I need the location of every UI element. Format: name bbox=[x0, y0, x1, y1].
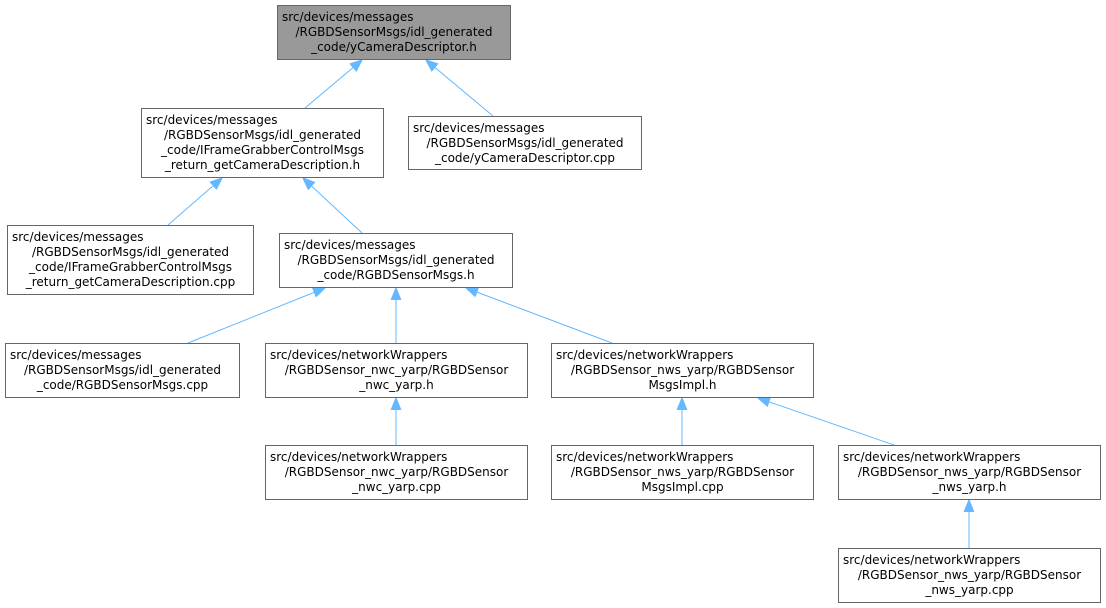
edge-n4-to-n1 bbox=[303, 178, 363, 234]
edge-n10-to-n7 bbox=[758, 398, 895, 446]
node-label-line: /RGBDSensorMsgs/idl_generated bbox=[297, 253, 495, 267]
node-label-line: /RGBDSensorMsgs/idl_generated bbox=[163, 128, 362, 142]
file-node[interactable]: src/devices/networkWrappers/RGBDSensor_n… bbox=[838, 445, 1101, 500]
root-file-node[interactable]: src/devices/messages/RGBDSensorMsgs/idl_… bbox=[277, 5, 511, 60]
node-label-line: /RGBDSensorMsgs/idl_generated bbox=[23, 363, 222, 377]
node-label-line: src/devices/networkWrappers bbox=[270, 348, 448, 362]
node-label-line: _code/yCameraDescriptor.h bbox=[311, 40, 477, 54]
node-label-line: /RGBDSensor_nws_yarp/RGBDSensor bbox=[570, 465, 795, 479]
node-label-line: _return_getCameraDescription.h bbox=[164, 158, 361, 172]
edge-n5-to-n4 bbox=[187, 288, 325, 344]
node-label-line: MsgsImpl.cpp bbox=[641, 480, 724, 494]
node-label-line: src/devices/messages bbox=[12, 230, 144, 244]
node-label-line: _code/yCameraDescriptor.cpp bbox=[434, 150, 616, 165]
node-label-line: src/devices/messages bbox=[146, 113, 278, 127]
edge-n2-to-n0 bbox=[426, 60, 494, 117]
file-node[interactable]: src/devices/messages/RGBDSensorMsgs/idl_… bbox=[7, 225, 254, 295]
file-node[interactable]: src/devices/messages/RGBDSensorMsgs/idl_… bbox=[141, 108, 384, 178]
node-label-line: src/devices/networkWrappers bbox=[843, 553, 1021, 567]
node-label-line: src/devices/messages bbox=[284, 238, 416, 252]
node-label-line: _code/IFrameGrabberControlMsgs bbox=[161, 143, 364, 157]
file-node[interactable]: src/devices/messages/RGBDSensorMsgs/idl_… bbox=[5, 343, 240, 398]
node-label-line: src/devices/messages bbox=[10, 348, 142, 362]
node-label-line: _code/RGBDSensorMsgs.cpp bbox=[36, 378, 209, 392]
node-label-line: /RGBDSensorMsgs/idl_generated bbox=[31, 245, 230, 259]
node-label-line: _nwc_yarp.h bbox=[359, 378, 434, 392]
file-node[interactable]: src/devices/networkWrappers/RGBDSensor_n… bbox=[265, 343, 528, 398]
file-node[interactable]: src/devices/networkWrappers/RGBDSensor_n… bbox=[551, 445, 814, 500]
node-label-line: _code/IFrameGrabberControlMsgs bbox=[29, 260, 232, 274]
file-node[interactable]: src/devices/networkWrappers/RGBDSensor_n… bbox=[551, 343, 814, 398]
file-node[interactable]: src/devices/networkWrappers/RGBDSensor_n… bbox=[838, 548, 1101, 603]
node-label-line: /RGBDSensor_nws_yarp/RGBDSensor bbox=[570, 363, 795, 377]
node-label-line: src/devices/networkWrappers bbox=[556, 348, 734, 362]
node-label-line: /RGBDSensorMsgs/idl_generated bbox=[295, 25, 493, 39]
node-label-line: /RGBDSensor_nwc_yarp/RGBDSensor bbox=[284, 363, 509, 377]
node-label-line: src/devices/messages bbox=[413, 120, 545, 135]
node-label-line: _nws_yarp.h bbox=[932, 480, 1007, 494]
node-label-line: /RGBDSensor_nwc_yarp/RGBDSensor bbox=[284, 465, 509, 479]
node-label-line: src/devices/networkWrappers bbox=[843, 450, 1021, 464]
edge-n7-to-n4 bbox=[466, 288, 613, 344]
node-label-line: src/devices/networkWrappers bbox=[556, 450, 734, 464]
node-label-line: /RGBDSensor_nws_yarp/RGBDSensor bbox=[857, 465, 1082, 479]
file-node[interactable]: src/devices/networkWrappers/RGBDSensor_n… bbox=[265, 445, 528, 500]
edge-n3-to-n1 bbox=[167, 178, 222, 226]
node-label-line: _nwc_yarp.cpp bbox=[352, 480, 441, 494]
node-label-line: src/devices/networkWrappers bbox=[270, 450, 448, 464]
node-label-line: _nws_yarp.cpp bbox=[925, 583, 1014, 597]
edge-n1-to-n0 bbox=[304, 60, 362, 109]
file-node[interactable]: src/devices/messages/RGBDSensorMsgs/idl_… bbox=[408, 116, 642, 170]
node-label-line: _code/RGBDSensorMsgs.h bbox=[317, 268, 475, 282]
file-node[interactable]: src/devices/messages/RGBDSensorMsgs/idl_… bbox=[279, 233, 513, 288]
node-label-line: MsgsImpl.h bbox=[648, 378, 717, 392]
node-label-line: /RGBDSensorMsgs/idl_generated bbox=[426, 135, 624, 150]
node-label-line: /RGBDSensor_nws_yarp/RGBDSensor bbox=[857, 568, 1082, 582]
node-label-line: _return_getCameraDescription.cpp bbox=[25, 275, 236, 289]
node-label-line: src/devices/messages bbox=[282, 10, 414, 24]
